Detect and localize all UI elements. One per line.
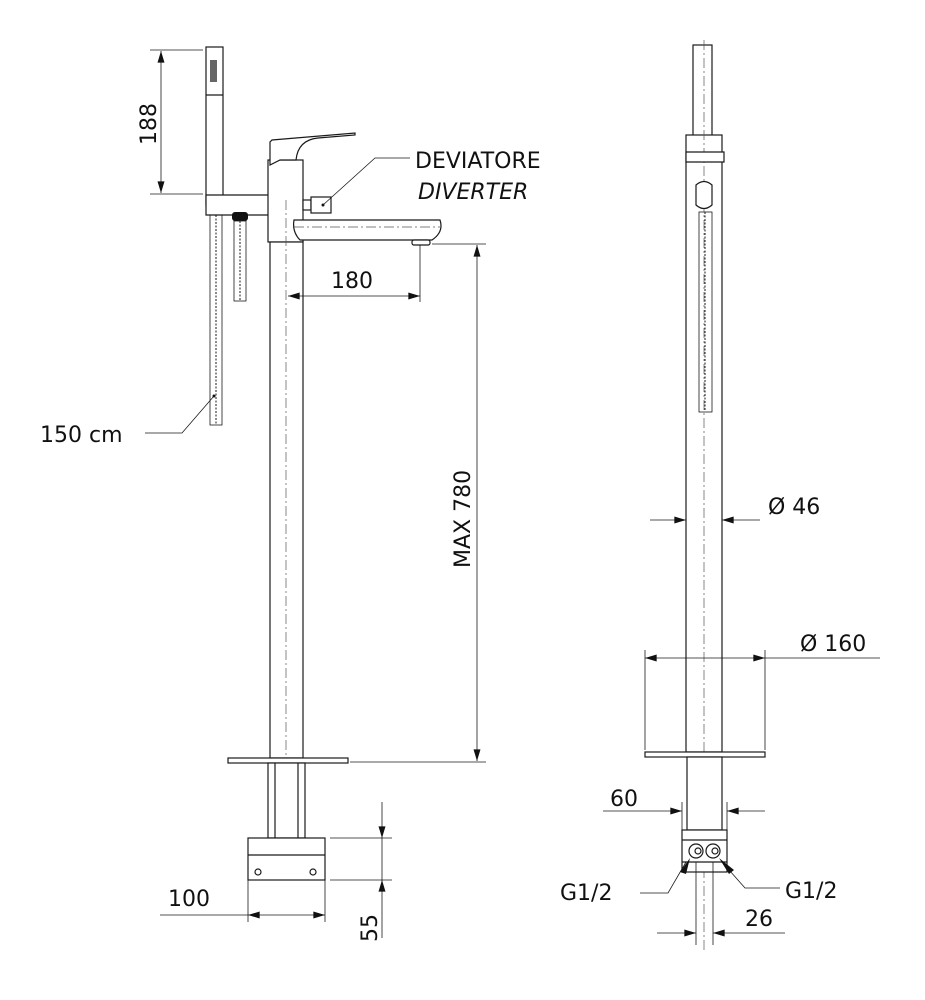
side-floor-plate — [644, 751, 766, 758]
dimension-60: 60 — [603, 787, 765, 830]
svg-text:26: 26 — [745, 907, 773, 932]
base-box — [247, 837, 326, 881]
dimension-max-780: MAX 780 — [350, 243, 486, 763]
aerator — [411, 239, 431, 246]
svg-text:MAX 780: MAX 780 — [451, 470, 476, 568]
svg-text:60: 60 — [610, 787, 638, 812]
hose-leader — [145, 395, 215, 434]
spout — [293, 219, 442, 241]
dimension-180: 180 — [287, 245, 421, 302]
svg-text:180: 180 — [331, 269, 373, 294]
diverter-knob — [302, 196, 332, 214]
flexible-hoses — [209, 212, 248, 426]
dimension-dia-160: Ø 160 — [644, 632, 880, 750]
side-holder — [685, 151, 725, 210]
side-base-box — [681, 829, 728, 873]
dimension-100: 100 — [160, 880, 326, 922]
diverter-label-en: DIVERTER — [418, 180, 528, 205]
dimension-188: 188 — [137, 49, 203, 195]
hand-shower — [205, 46, 224, 206]
svg-text:100: 100 — [168, 887, 210, 912]
diverter-leader — [322, 157, 410, 206]
floor-plate — [227, 757, 349, 764]
svg-text:Ø 46: Ø 46 — [768, 495, 820, 520]
front-view: DEVIATORE DIVERTER 188 150 cm — [40, 46, 541, 942]
column — [269, 241, 304, 759]
svg-text:188: 188 — [137, 103, 162, 145]
dimension-dia-46: Ø 46 — [650, 495, 820, 524]
svg-text:55: 55 — [358, 914, 383, 942]
connection-right-label: G1/2 — [785, 879, 837, 904]
dimension-55: 55 — [330, 802, 392, 942]
diverter-label-it: DEVIATORE — [415, 149, 541, 174]
dimension-26: 26 — [657, 862, 785, 945]
side-view: Ø 46 Ø 160 60 G1/2 G1/2 — [560, 40, 880, 950]
hose-length-label: 150 cm — [40, 423, 123, 448]
side-hand-shower — [692, 44, 713, 146]
svg-text:Ø 160: Ø 160 — [800, 632, 866, 657]
connection-left-label: G1/2 — [560, 881, 612, 906]
